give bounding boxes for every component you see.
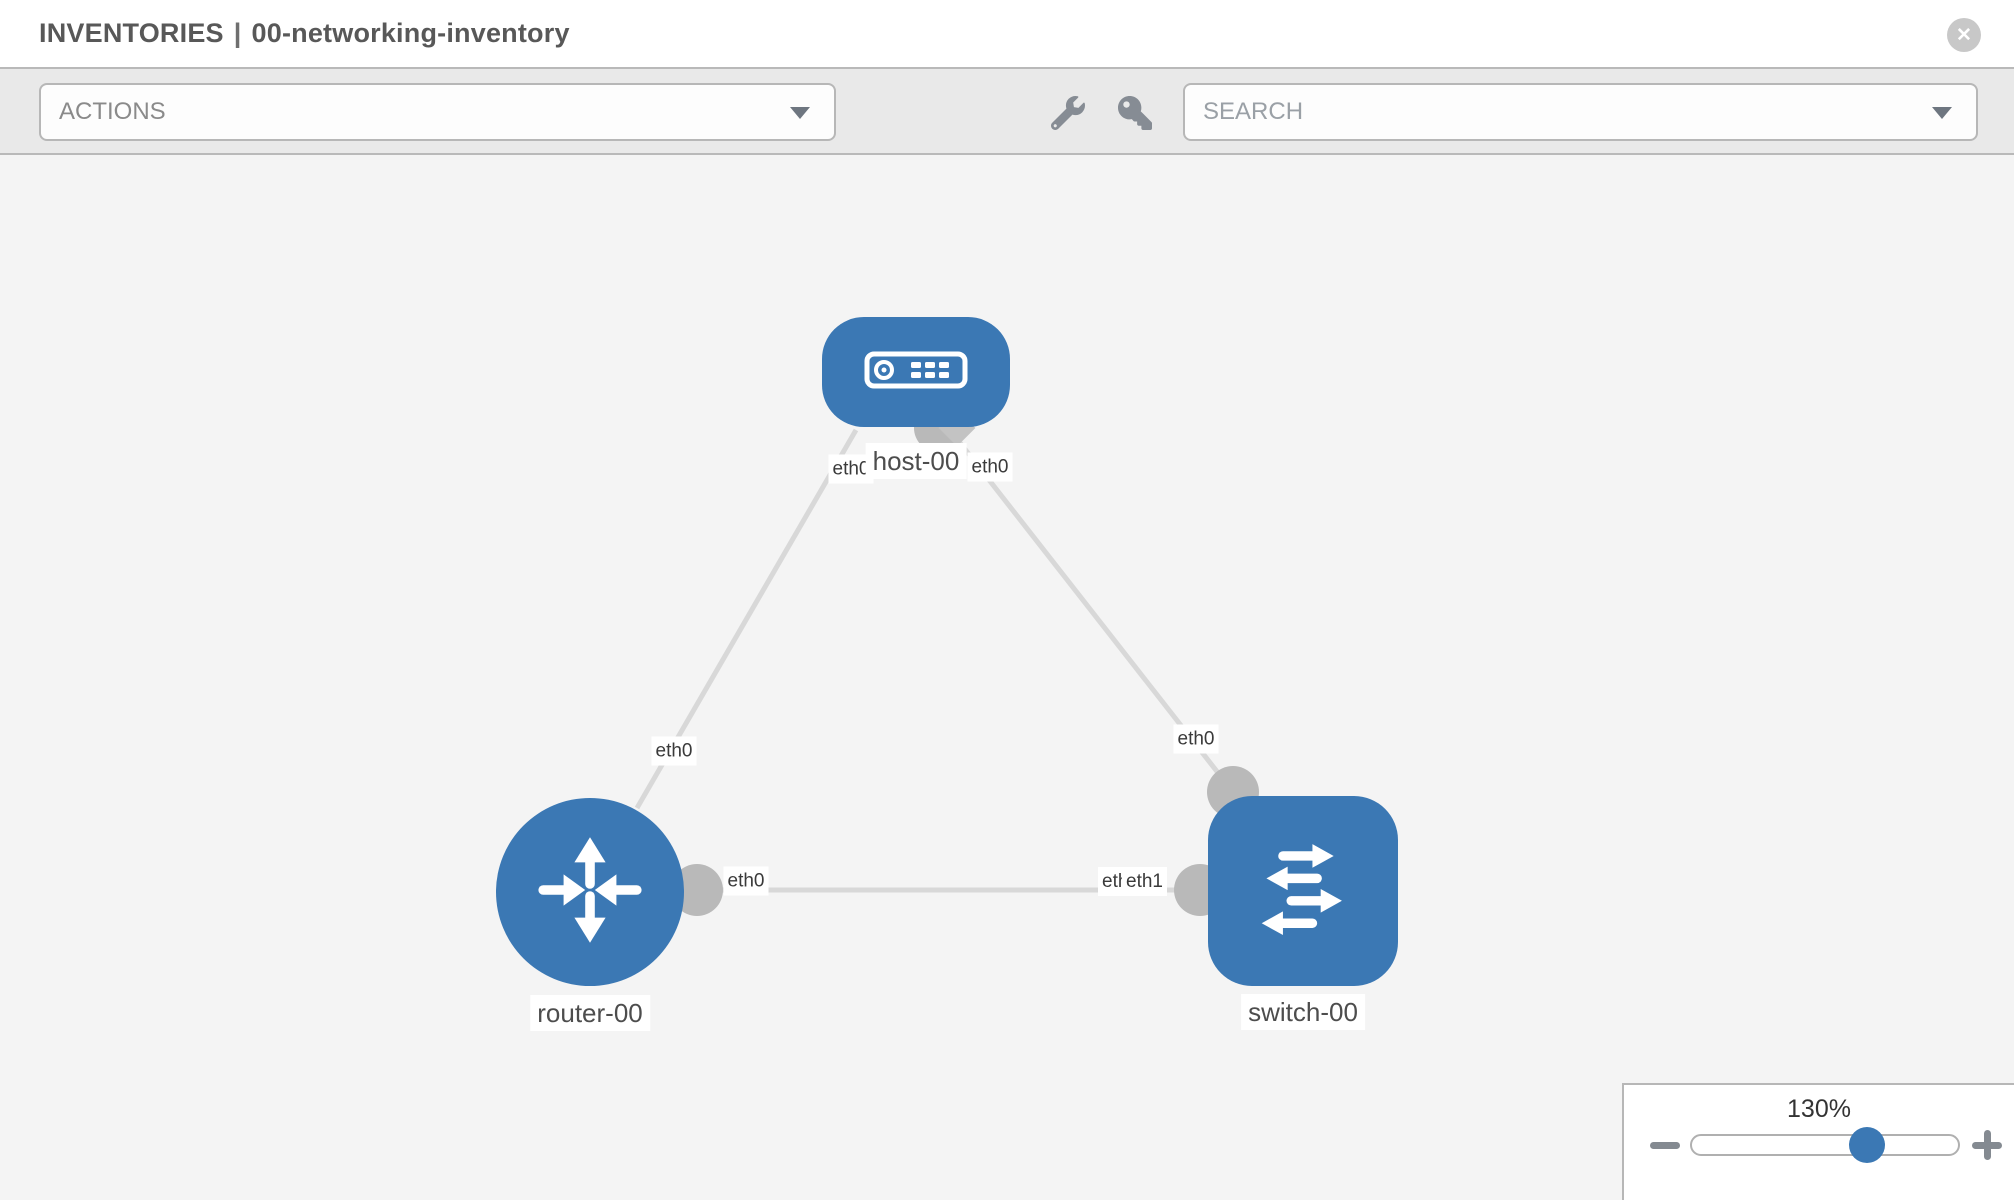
toolbar: ACTIONS SEARCH [0,69,2014,155]
topology-links [634,428,1235,893]
node-router-00[interactable] [496,798,684,986]
topology-canvas[interactable]: eth0 eth0 eth0 eth0 eth0 eth0 eth1 host-… [0,155,2014,1200]
wrench-icon [1050,95,1085,135]
plus-icon[interactable] [1972,1130,2002,1160]
close-icon: ✕ [1956,24,1972,46]
chevron-down-icon [790,107,810,119]
node-switch-00[interactable] [1208,796,1398,986]
interface-label-front: eth1 [1122,867,1167,896]
chevron-down-icon [1932,107,1952,119]
switch-icon [1244,830,1362,953]
inventory-name: 00-networking-inventory [251,18,570,48]
zoom-slider-thumb[interactable] [1849,1127,1885,1163]
interface-label: eth0 [723,866,769,896]
breadcrumb-section: INVENTORIES [39,18,224,48]
search-dropdown-label: SEARCH [1203,98,1304,125]
router-icon [530,830,650,955]
search-dropdown[interactable]: SEARCH [1183,83,1978,141]
key-icon [1118,95,1152,135]
node-host-00[interactable] [822,317,1010,427]
node-label-switch-00: switch-00 [1241,994,1365,1030]
interface-label: eth0 [1173,724,1219,754]
breadcrumb-separator: | [233,18,242,48]
interface-label: eth0 [651,736,697,766]
zoom-level-value: 130% [1787,1095,1851,1123]
minus-icon[interactable] [1650,1142,1680,1149]
interface-label: eth0 [967,452,1013,482]
page-title: INVENTORIES | 00-networking-inventory [39,18,570,49]
zoom-control-panel: 130% [1622,1083,2014,1200]
node-label-host-00: host-00 [865,443,967,479]
page-header: INVENTORIES | 00-networking-inventory ✕ [0,0,2014,69]
actions-dropdown-label: ACTIONS [59,98,166,125]
credentials-button[interactable] [1115,95,1155,135]
host-icon [864,351,968,394]
zoom-slider[interactable] [1690,1134,1960,1156]
node-label-router-00: router-00 [530,995,650,1031]
actions-dropdown[interactable]: ACTIONS [39,83,836,141]
configure-button[interactable] [1048,95,1088,135]
close-button[interactable]: ✕ [1947,18,1981,52]
